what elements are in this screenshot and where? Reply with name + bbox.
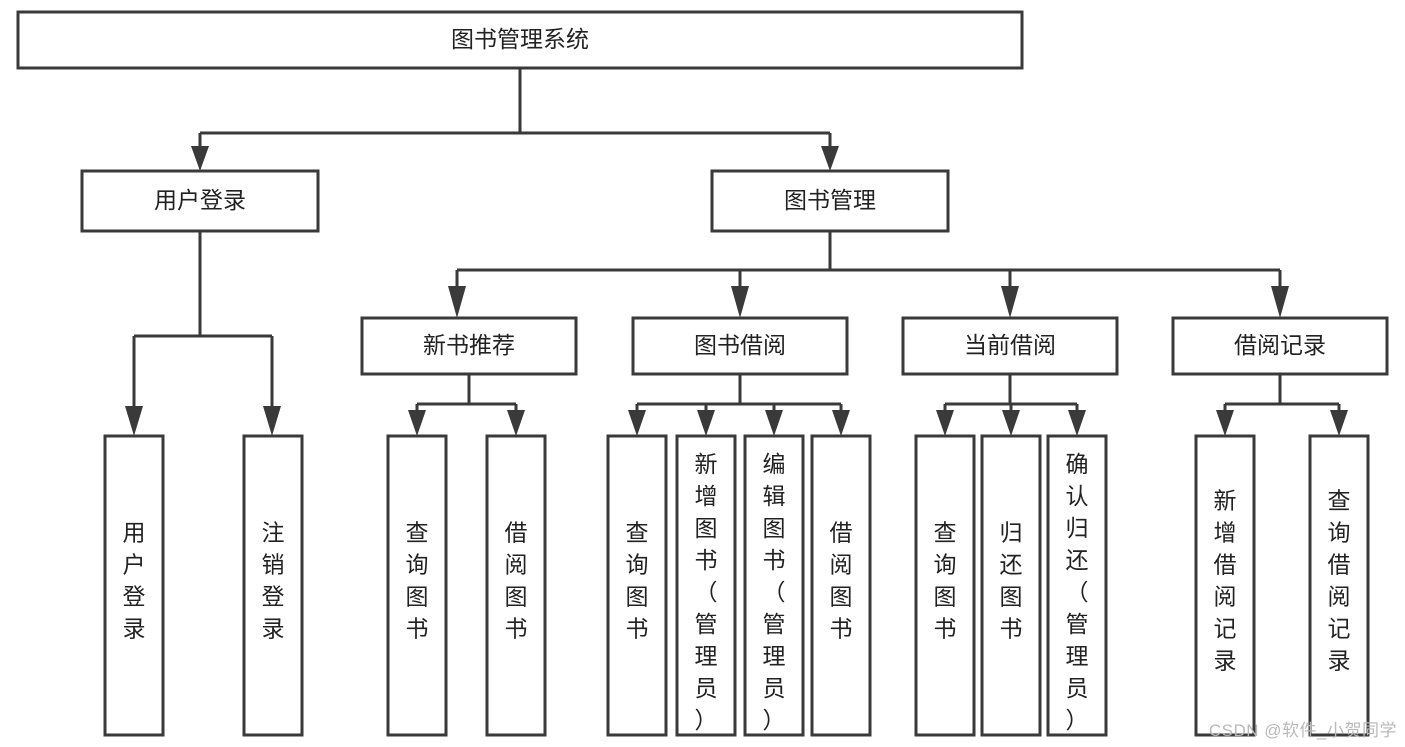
node-leaf-user-logout-box[interactable]: [242, 434, 304, 737]
arrow-to-leaf-borrow-book-1: [507, 410, 525, 436]
node-leaf-return-book-box[interactable]: [980, 434, 1042, 737]
node-leaf-query-book-1-label: 查询图书: [406, 519, 429, 641]
connector-layer: [125, 68, 1348, 436]
node-leaf-add-record-box[interactable]: [1194, 434, 1256, 737]
node-leaf-add-record[interactable]: 新增借阅记录: [1194, 434, 1256, 737]
arrow-to-book-borrow: [731, 286, 749, 318]
arrow-to-leaf-query-book-3: [936, 410, 954, 436]
node-leaf-return-book[interactable]: 归还图书: [980, 434, 1042, 737]
arrow-to-book-manage: [821, 146, 839, 171]
node-leaf-user-login-label: 用户登录: [123, 519, 146, 641]
arrow-to-leaf-user-login: [125, 406, 143, 436]
node-leaf-edit-book[interactable]: 编辑图书（管理员）: [743, 434, 805, 737]
node-leaf-confirm-return-label: 确认归还（管理员）: [1066, 451, 1089, 733]
node-leaf-query-book-2-label: 查询图书: [626, 519, 649, 641]
node-current-borrow[interactable]: 当前借阅: [901, 316, 1119, 376]
node-book-manage-box[interactable]: [710, 169, 950, 233]
node-book-manage-label: 图书管理: [784, 187, 876, 213]
node-new-book-recommend-label: 新书推荐: [423, 332, 515, 358]
node-leaf-borrow-book-2[interactable]: 借阅图书: [810, 434, 872, 737]
node-leaf-add-book[interactable]: 新增图书（管理员）: [675, 434, 737, 737]
node-leaf-borrow-book-2-box[interactable]: [810, 434, 872, 737]
node-leaf-query-book-2[interactable]: 查询图书: [606, 434, 668, 737]
arrow-to-leaf-add-record: [1216, 410, 1234, 436]
node-leaf-query-record-box[interactable]: [1308, 434, 1370, 737]
node-new-book-recommend-box[interactable]: [360, 316, 578, 376]
node-leaf-user-logout[interactable]: 注销登录: [242, 434, 304, 737]
arrow-to-leaf-query-record: [1330, 410, 1348, 436]
node-leaf-return-book-label: 归还图书: [1000, 519, 1023, 641]
leaf-node-layer: 用户登录 注销登录 查询图书 借阅图书 查询图书 新增图书（管理员） 编辑图书（管理员） 借阅…: [103, 434, 1370, 737]
node-borrow-record-label: 借阅记录: [1234, 332, 1326, 358]
node-leaf-user-login[interactable]: 用户登录: [103, 434, 165, 737]
node-leaf-query-book-1[interactable]: 查询图书: [386, 434, 448, 737]
node-leaf-user-login-box[interactable]: [103, 434, 165, 737]
node-leaf-query-book-3[interactable]: 查询图书: [914, 434, 976, 737]
node-root-box[interactable]: [16, 10, 1024, 70]
node-leaf-query-book-2-box[interactable]: [606, 434, 668, 737]
arrow-to-user-login: [191, 146, 209, 171]
node-leaf-query-book-3-box[interactable]: [914, 434, 976, 737]
node-user-login-box[interactable]: [80, 169, 320, 233]
arrow-to-leaf-user-logout: [263, 406, 281, 436]
node-leaf-confirm-return-box[interactable]: [1046, 434, 1108, 737]
node-leaf-confirm-return[interactable]: 确认归还（管理员）: [1046, 434, 1108, 737]
node-borrow-record[interactable]: 借阅记录: [1171, 316, 1389, 376]
node-leaf-add-record-label: 新增借阅记录: [1214, 487, 1237, 673]
node-leaf-query-book-1-box[interactable]: [386, 434, 448, 737]
arrow-to-leaf-edit-book: [765, 410, 783, 436]
arrow-to-leaf-add-book: [697, 410, 715, 436]
arrow-to-new-book-recommend: [448, 286, 466, 318]
node-new-book-recommend[interactable]: 新书推荐: [360, 316, 578, 376]
node-borrow-record-box[interactable]: [1171, 316, 1389, 376]
node-leaf-borrow-book-2-label: 借阅图书: [830, 519, 853, 641]
node-leaf-add-book-box[interactable]: [675, 434, 737, 737]
arrow-to-borrow-record: [1271, 286, 1289, 318]
arrow-to-leaf-confirm-return: [1068, 410, 1086, 436]
node-book-borrow[interactable]: 图书借阅: [631, 316, 849, 376]
node-leaf-borrow-book-1[interactable]: 借阅图书: [485, 434, 547, 737]
node-root[interactable]: 图书管理系统: [16, 10, 1024, 70]
node-current-borrow-box[interactable]: [901, 316, 1119, 376]
node-root-label: 图书管理系统: [451, 26, 589, 52]
node-leaf-edit-book-label: 编辑图书（管理员）: [763, 451, 786, 733]
node-leaf-borrow-book-1-label: 借阅图书: [505, 519, 528, 641]
node-leaf-edit-book-box[interactable]: [743, 434, 805, 737]
node-leaf-borrow-book-1-box[interactable]: [485, 434, 547, 737]
arrow-to-leaf-borrow-book-2: [832, 410, 850, 436]
node-book-borrow-box[interactable]: [631, 316, 849, 376]
node-user-login[interactable]: 用户登录: [80, 169, 320, 233]
node-leaf-user-logout-label: 注销登录: [262, 519, 285, 641]
node-book-manage[interactable]: 图书管理: [710, 169, 950, 233]
node-leaf-query-record-label: 查询借阅记录: [1328, 487, 1351, 673]
node-leaf-query-book-3-label: 查询图书: [934, 519, 957, 641]
node-leaf-query-record[interactable]: 查询借阅记录: [1308, 434, 1370, 737]
node-book-borrow-label: 图书借阅: [694, 332, 786, 358]
arrow-to-leaf-return-book: [1002, 410, 1020, 436]
arrow-to-current-borrow: [1001, 286, 1019, 318]
node-leaf-add-book-label: 新增图书（管理员）: [695, 451, 718, 733]
node-user-login-label: 用户登录: [154, 187, 246, 213]
arrow-to-leaf-query-book-1: [408, 410, 426, 436]
node-current-borrow-label: 当前借阅: [964, 332, 1056, 358]
arrow-to-leaf-query-book-2: [628, 410, 646, 436]
